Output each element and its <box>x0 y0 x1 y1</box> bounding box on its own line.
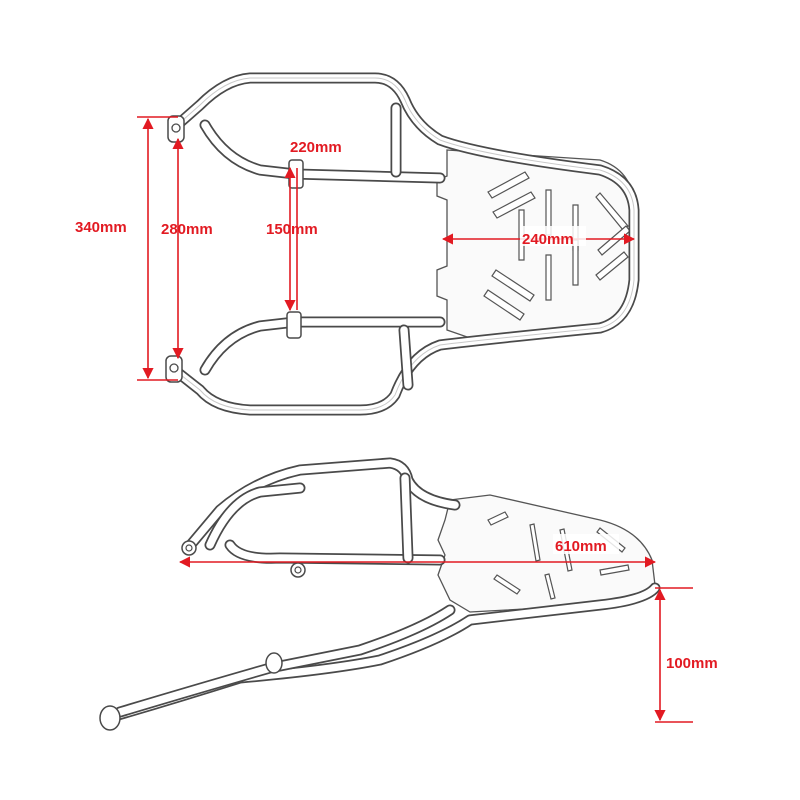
side-view-rack <box>99 457 661 731</box>
overall-length-label: 340mm <box>75 219 127 236</box>
side-view-plate <box>437 494 656 613</box>
bracket-top-label: 220mm <box>290 139 342 156</box>
dimension-mount-spacing: 280mm <box>161 137 213 360</box>
dimension-side-length: 610mm <box>178 534 657 568</box>
dimension-bracket-spacing: 150mm <box>266 166 318 312</box>
plate-width-label: 240mm <box>522 231 574 248</box>
mount-spacing-label: 280mm <box>161 221 213 238</box>
top-view-tubes <box>166 72 640 416</box>
bracket-spacing-label: 150mm <box>266 221 318 238</box>
dimension-bracket-top: 220mm <box>290 139 342 156</box>
side-height-label: 100mm <box>666 655 718 672</box>
side-view-mounts <box>99 540 306 731</box>
dimension-plate-width: 240mm <box>441 226 636 248</box>
dimension-side-height: 100mm <box>654 587 718 723</box>
side-length-label: 610mm <box>555 538 607 555</box>
top-view-rack <box>165 72 640 416</box>
dimension-overall-length: 340mm <box>75 116 178 381</box>
